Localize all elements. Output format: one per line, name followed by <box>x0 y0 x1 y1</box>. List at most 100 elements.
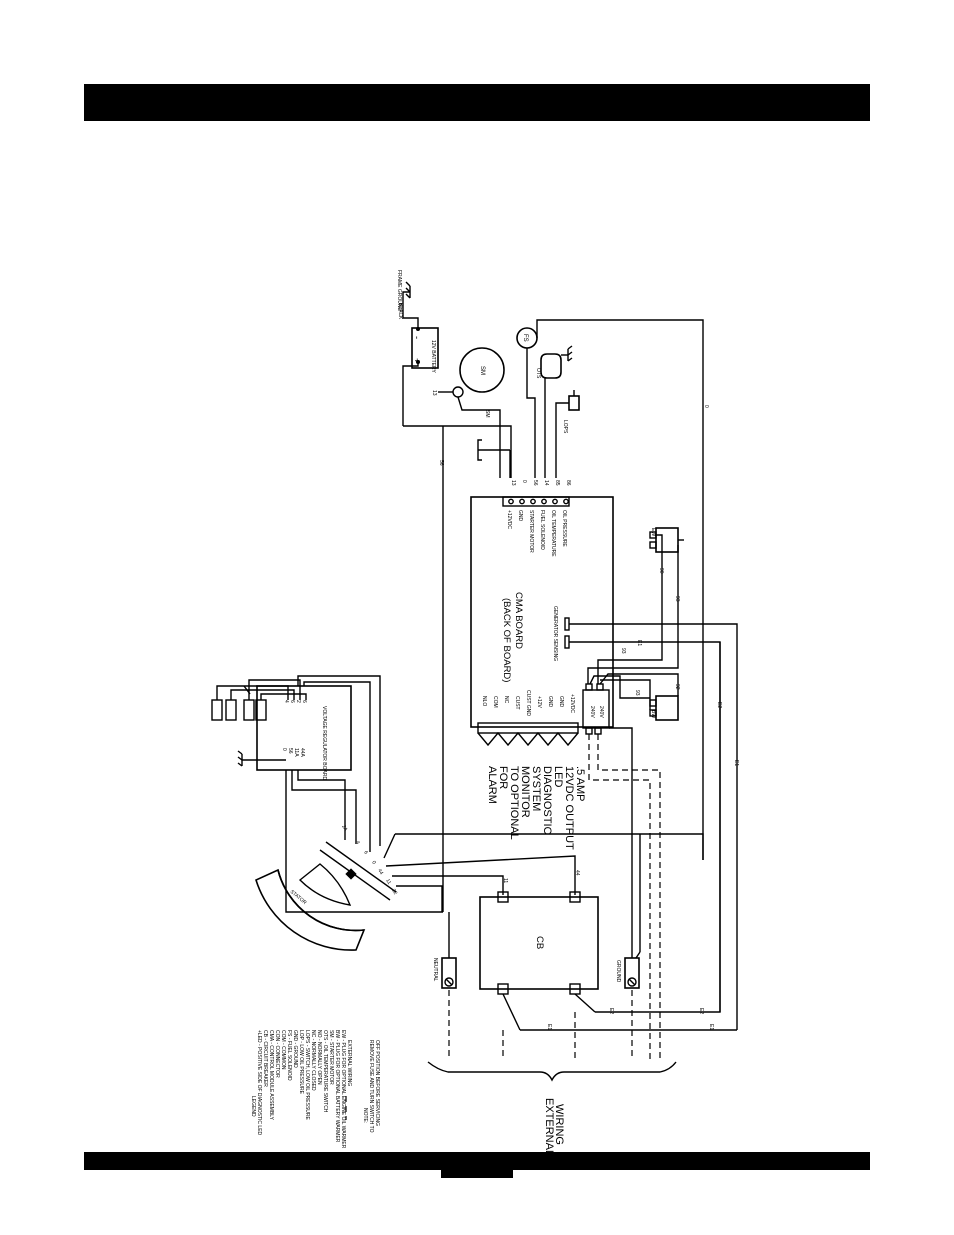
wire-0-right-label: 0 <box>703 405 709 408</box>
svg-text:6: 6 <box>301 700 307 703</box>
svg-text:+12VDC: +12VDC <box>569 694 575 713</box>
svg-text:44A: 44A <box>299 748 305 758</box>
svg-text:90: 90 <box>658 568 664 574</box>
battery-minus: - <box>411 336 422 339</box>
bw-plug: BW <box>649 695 679 721</box>
svg-text:0: 0 <box>281 748 287 751</box>
svg-text:22: 22 <box>390 888 398 896</box>
svg-text:4: 4 <box>283 700 289 703</box>
svg-text:WIRING: WIRING <box>553 1104 565 1145</box>
svg-text:EXTERNAL: EXTERNAL <box>543 1098 555 1156</box>
svg-text:92: 92 <box>674 684 680 690</box>
svg-text:CB - CIRCUIT BREAKER: CB - CIRCUIT BREAKER <box>262 1030 268 1087</box>
svg-text:SM - STARTER MOTOR: SM - STARTER MOTOR <box>328 1030 334 1085</box>
svg-text:GND: GND <box>517 510 523 522</box>
sm-wire-label: SM <box>484 410 490 418</box>
svg-text:SYSTEM: SYSTEM <box>530 766 542 811</box>
ew-plug: EW <box>649 527 684 553</box>
svg-text:93: 93 <box>634 690 640 696</box>
svg-text:NC - NORMALLY CLOSED: NC - NORMALLY CLOSED <box>310 1030 316 1091</box>
svg-text:CUST GND: CUST GND <box>525 690 531 716</box>
starter-label: SM <box>479 366 485 375</box>
svg-text:56: 56 <box>532 480 538 486</box>
svg-text:OFF POSITION BEFORE SERVICING: OFF POSITION BEFORE SERVICING <box>374 1040 380 1126</box>
external-wiring-brace <box>427 1061 677 1082</box>
svg-text:LOPS - SWITCH, LOW OIL PRESSUR: LOPS - SWITCH, LOW OIL PRESSURE <box>304 1030 310 1120</box>
neutral-label: NEUTRAL <box>432 958 438 982</box>
footer-page-tab <box>441 1152 513 1178</box>
svg-text:BW - PLUG FOR OPTIONAL BATTERY: BW - PLUG FOR OPTIONAL BATTERY WARMER <box>334 1030 340 1143</box>
svg-text:4: 4 <box>354 840 361 846</box>
svg-text:GND - GROUND: GND - GROUND <box>292 1030 298 1068</box>
svg-text:NLO: NLO <box>481 696 487 706</box>
legend: LEGEND +LED - POSITIVE SIDE OF DIAGNOSTI… <box>250 1030 380 1149</box>
svg-text:TO OPTIONAL: TO OPTIONAL <box>508 766 520 840</box>
ots-label: OTS <box>535 368 541 379</box>
svg-text:13: 13 <box>510 480 516 486</box>
svg-text:OIL PRESSURE: OIL PRESSURE <box>561 510 567 547</box>
board-ground-icon <box>477 439 511 478</box>
svg-text:NO - NORMALLY OPEN: NO - NORMALLY OPEN <box>316 1030 322 1085</box>
svg-text:E1: E1 <box>546 1024 552 1030</box>
svg-text:ALARM: ALARM <box>486 766 498 804</box>
ground-lug: GROUND <box>615 957 640 989</box>
cma-board-sublabel: (BACK OF BOARD) <box>501 598 512 682</box>
svg-text:VOLTAGE REGULATOR BOARD: VOLTAGE REGULATOR BOARD <box>321 706 327 780</box>
svg-text:NC: NC <box>503 696 509 704</box>
black-wire-label: BLACK <box>397 303 403 320</box>
svg-text:6: 6 <box>362 850 369 856</box>
svg-text:OTS - OIL TEMPERATURE SWITCH: OTS - OIL TEMPERATURE SWITCH <box>322 1030 328 1113</box>
svg-text:REMOVE FUSE AND TURN SWITCH TO: REMOVE FUSE AND TURN SWITCH TO <box>368 1040 374 1133</box>
frame-ground-icon <box>405 281 411 299</box>
svg-text:CUST: CUST <box>514 696 520 710</box>
svg-text:.5 AMP: .5 AMP <box>574 766 586 801</box>
svg-text:E2: E2 <box>698 1008 704 1014</box>
svg-text:E1: E1 <box>733 760 739 766</box>
wire-56-label: 56 <box>438 460 444 466</box>
svg-text:DIAGNOSTIC: DIAGNOSTIC <box>541 766 553 835</box>
oil-pressure-switch <box>568 395 580 411</box>
svg-text:2A: 2A <box>340 824 349 833</box>
svg-text:12VDC OUTPUT: 12VDC OUTPUT <box>563 766 575 850</box>
oil-temp-switch <box>540 353 562 379</box>
svg-text:CMA - CONTROL MODULE ASSEMBLY: CMA - CONTROL MODULE ASSEMBLY <box>268 1030 274 1121</box>
svg-text:+12V: +12V <box>536 696 542 708</box>
svg-text:OIL TEMPERATURE: OIL TEMPERATURE <box>550 510 556 557</box>
svg-text:0: 0 <box>521 480 527 483</box>
svg-text:11: 11 <box>502 878 508 883</box>
ew-label: EW <box>650 528 656 536</box>
svg-text:FOR: FOR <box>497 766 509 789</box>
oil-temp-switch-group: OTS <box>535 345 573 478</box>
ground-label: GROUND <box>615 960 621 983</box>
battery-label: 12V BATTERY <box>430 340 436 374</box>
output-connector <box>582 689 610 729</box>
svg-text:FUEL SOLENOID: FUEL SOLENOID <box>539 510 545 550</box>
battery <box>411 327 439 369</box>
svg-text:85: 85 <box>554 480 560 486</box>
svg-text:11: 11 <box>384 878 392 886</box>
stator: STATOR <box>255 863 366 951</box>
frame-ground-label: FRAME GROUND <box>396 270 402 312</box>
fs-label: FS <box>522 334 528 342</box>
svg-text:0: 0 <box>370 860 377 866</box>
cb-label: CB <box>534 936 545 949</box>
svg-text:+LED - POSITIVE SIDE OF DIAGNO: +LED - POSITIVE SIDE OF DIAGNOSTIC LED <box>256 1030 262 1136</box>
svg-text:E1: E1 <box>636 640 642 646</box>
svg-text:86: 86 <box>565 480 571 486</box>
svg-text:11A: 11A <box>293 748 299 757</box>
svg-text:COM: COM <box>492 696 498 708</box>
svg-text:STARTER MOTOR: STARTER MOTOR <box>528 510 534 553</box>
svg-text:+12VDC: +12VDC <box>506 510 512 529</box>
svg-text:EW - PLUG FOR OPTIONAL ENGINE: EW - PLUG FOR OPTIONAL ENGINE OIL WARMER <box>340 1030 346 1149</box>
svg-text:44: 44 <box>376 868 384 876</box>
svg-text:93: 93 <box>674 596 680 602</box>
svg-text:E1: E1 <box>708 1024 714 1030</box>
lops-label: LOPS <box>562 420 568 434</box>
cma-board: +12VDC GND STARTER MOTOR FUEL SOLENOID O… <box>470 496 614 735</box>
svg-text:COM - COMMON: COM - COMMON <box>280 1030 286 1070</box>
regulator-connectors <box>211 679 307 721</box>
voltage-regulator: VOLTAGE REGULATOR BOARD 0 56 11A 44A 4 6… <box>256 685 352 780</box>
svg-text:MONITOR: MONITOR <box>519 766 531 818</box>
circuit-breaker: CB 11 44 <box>479 870 599 995</box>
neutral-lug: NEUTRAL <box>432 957 457 989</box>
